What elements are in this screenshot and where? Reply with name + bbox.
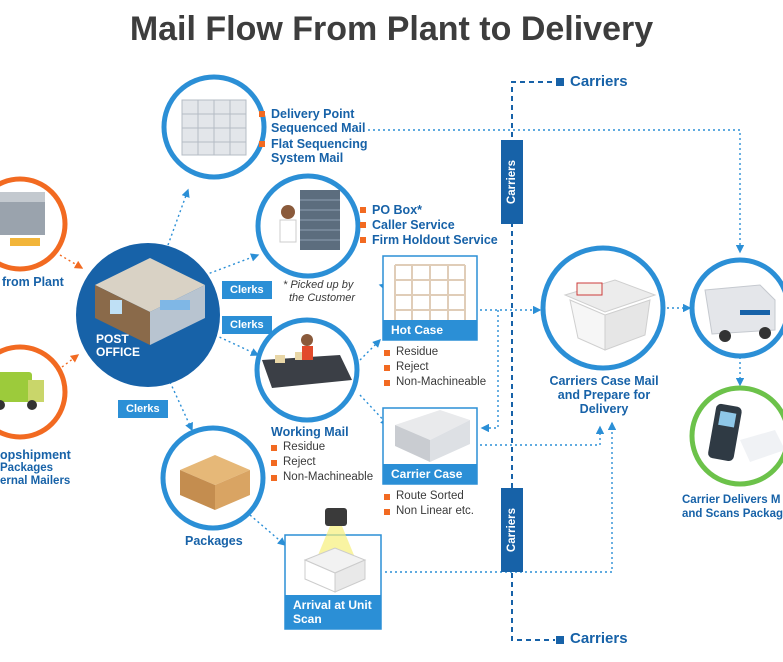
carriers-case-mail-line-2: and Prepare for [557, 388, 651, 402]
from-plant-node [0, 176, 68, 272]
dropshipment-node [0, 344, 68, 440]
orange-connectors [57, 254, 84, 371]
carriers-route [511, 81, 555, 641]
working-mail-label: Working Mail [271, 425, 349, 439]
carrier-case-label: Carrier Case [383, 464, 477, 484]
hot-case-label: Hot Case [383, 320, 477, 340]
carrier-case-item-1: Route Sorted [384, 490, 464, 502]
po-box-note-1: * Picked up by [283, 279, 354, 291]
page-title: Mail Flow From Plant to Delivery [129, 10, 654, 48]
clerks-tag-packages: Clerks [118, 400, 168, 418]
clerks-tag-working-mail: Clerks [222, 316, 272, 334]
packages-label: Packages [185, 534, 243, 548]
po-box-note-2: the Customer [289, 292, 356, 304]
carrier-case-item-2: Non Linear etc. [384, 505, 474, 517]
dropshipment-sub2: ernal Mailers [0, 475, 71, 487]
carriers-case-mail-line-3: Delivery [579, 402, 629, 416]
sequenced-item-1: Delivery Point Sequenced Mail [259, 107, 391, 135]
hot-case-item-1: Residue [384, 346, 438, 358]
sequenced-node [161, 74, 267, 180]
packages-node [160, 425, 266, 531]
from-plant-label: from Plant [2, 275, 64, 289]
carriers-bottom-marker [556, 636, 564, 644]
carrier-delivers-node [689, 385, 783, 487]
clerks-tag-po-box: Clerks [222, 281, 272, 299]
po-box-item-2: Caller Service [360, 218, 455, 232]
arrival-scan-label-2: Scan [293, 612, 322, 626]
working-mail-node [254, 317, 360, 423]
post-office-label-1: POST [96, 332, 129, 346]
post-office-label-2: OFFICE [96, 345, 140, 359]
po-box-node [255, 173, 361, 279]
carriers-top-label: Carriers [570, 73, 628, 90]
dropshipment-label: opshipment [0, 448, 71, 462]
arrival-scan-label: Arrival at Unit Scan [285, 595, 381, 629]
hot-case-item-2: Reject [384, 361, 429, 373]
arrival-scan-label-1: Arrival at Unit [293, 598, 372, 612]
carriers-top-marker [556, 78, 564, 86]
post-office-node [76, 243, 220, 387]
working-mail-item-2: Reject [271, 456, 316, 468]
carriers-case-mail-line-1: Carriers Case Mail [549, 374, 659, 388]
carriers-vertical-tag-upper: Carriers [501, 140, 523, 224]
working-mail-item-1: Residue [271, 441, 325, 453]
dropshipment-sub1: Packages [0, 462, 54, 474]
carrier-delivers-line-2: and Scans Packag [682, 508, 783, 520]
carrier-delivers-line-1: Carrier Delivers M [682, 494, 781, 506]
carriers-bottom-label: Carriers [570, 630, 628, 647]
hot-case-item-3: Non-Machineable [384, 376, 486, 388]
working-mail-item-3: Non-Machineable [271, 471, 373, 483]
carriers-case-mail-node [540, 245, 666, 371]
sequenced-item-2: Flat Sequencing System Mail [259, 137, 391, 165]
po-box-item-3: Firm Holdout Service [360, 233, 498, 247]
carriers-vertical-tag-lower: Carriers [501, 488, 523, 572]
po-box-item-1: PO Box* [360, 203, 422, 217]
delivery-van-node [689, 257, 783, 359]
